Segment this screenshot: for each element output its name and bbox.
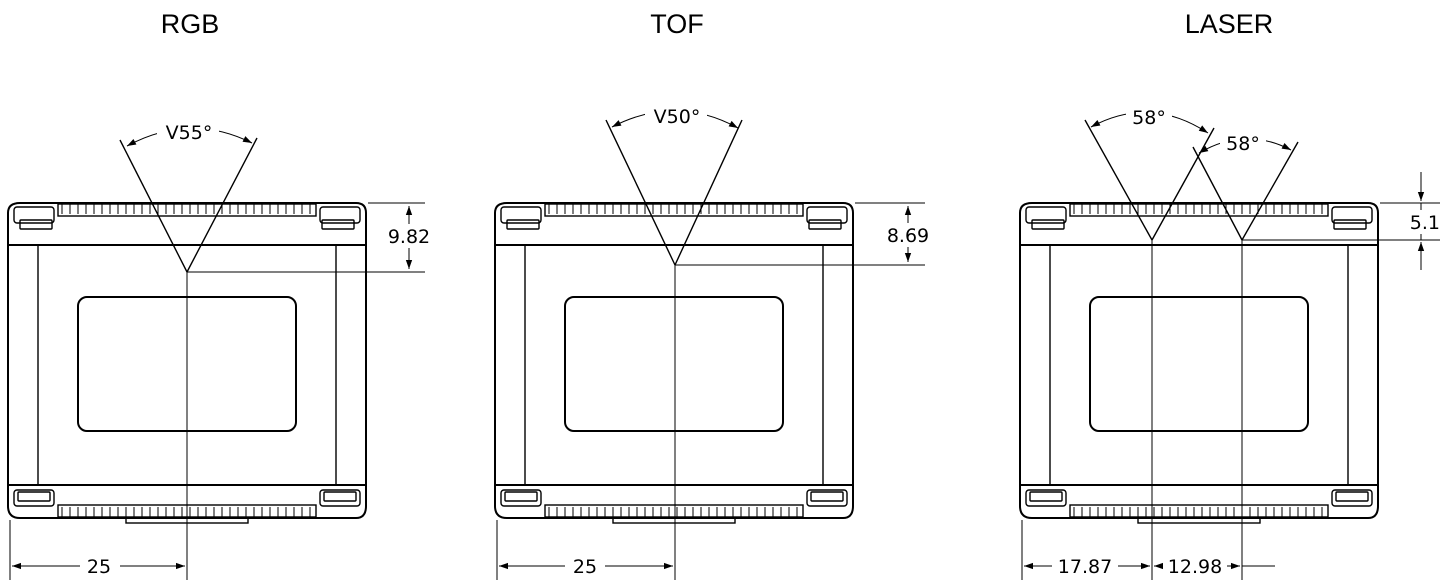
fov-cone-tof: V50° — [605, 104, 743, 266]
width-dim-laser-1: 17.87 — [1058, 556, 1112, 578]
fov-cone-rgb: V55° — [119, 120, 258, 273]
fov-angle-label-laser-1: 58° — [1132, 107, 1166, 129]
width-dim-rgb: 25 — [87, 556, 111, 578]
view-rgb: RGB V55° 25 9.82 — [7, 9, 434, 580]
view-title-rgb: RGB — [161, 9, 220, 39]
sensor-body-tof — [494, 202, 854, 524]
width-dim-laser-2: 12.98 — [1168, 556, 1222, 578]
height-dim-tof: 8.69 — [887, 225, 929, 247]
height-dim-rgb: 9.82 — [388, 226, 430, 248]
height-dim-laser: 5.1 — [1410, 212, 1440, 234]
fov-cone-laser-1: 58° — [1084, 106, 1215, 241]
fov-angle-label-rgb: V55° — [166, 122, 213, 144]
width-dim-tof: 25 — [573, 556, 597, 578]
view-title-tof: TOF — [650, 9, 704, 39]
fov-angle-label-tof: V50° — [654, 106, 701, 128]
sensor-body-laser — [1019, 202, 1379, 524]
view-laser: LASER 58° 58° 17.87 12.98 — [1019, 9, 1442, 580]
view-title-laser: LASER — [1185, 9, 1274, 39]
view-tof: TOF V50° 25 8.69 — [494, 9, 935, 580]
fov-cone-laser-2: 58° — [1192, 132, 1299, 241]
fov-angle-label-laser-2: 58° — [1226, 133, 1260, 155]
